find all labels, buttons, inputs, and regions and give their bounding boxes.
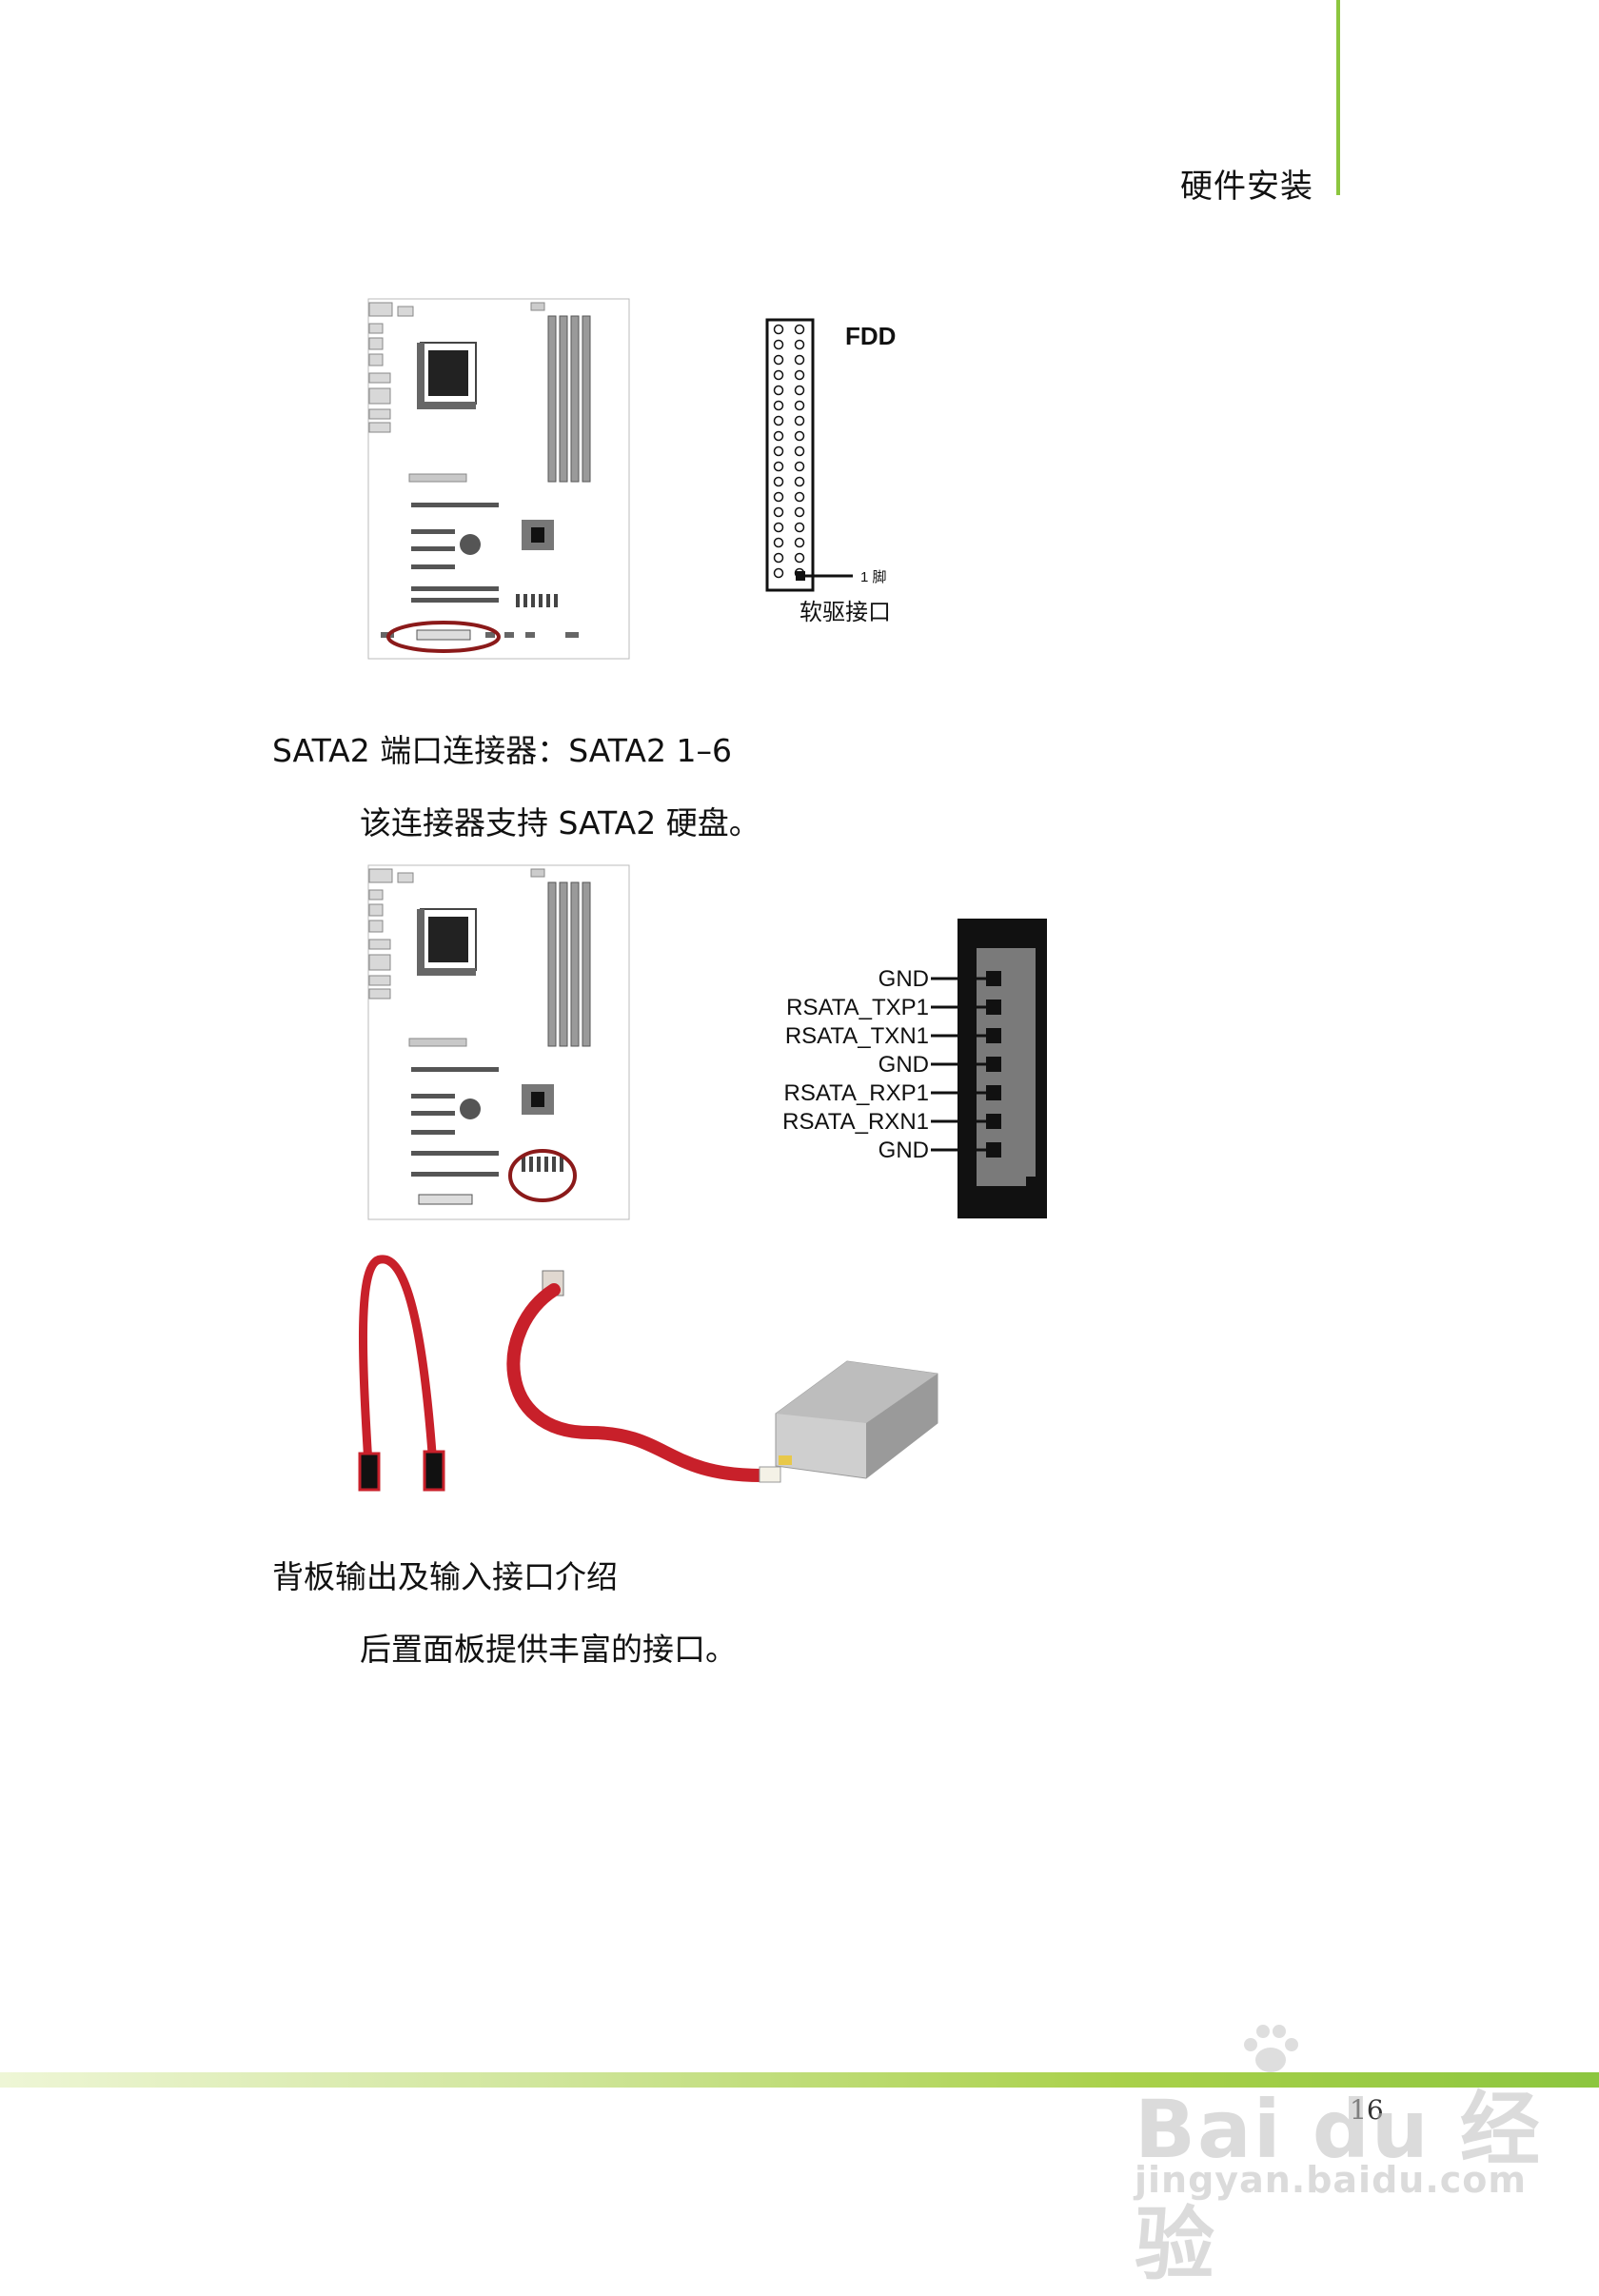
fdd-connector-diagram: FDD 1 脚 软驱接口: [765, 318, 896, 625]
sata-pin-label: RSATA_TXP1: [786, 995, 929, 1020]
fdd-pin: [794, 430, 805, 442]
fdd-pin: [794, 354, 805, 366]
sata-heading: SATA2 端口连接器：SATA2 1–6: [272, 732, 732, 769]
fdd-pin: [773, 430, 784, 442]
fdd-highlight-ellipse: [386, 621, 501, 653]
fdd-pin: [794, 506, 805, 518]
fdd-pin: [794, 476, 805, 487]
fdd-pin: [773, 354, 784, 366]
sata-pin: [986, 1057, 1001, 1072]
sata-pin: [986, 1085, 1001, 1100]
sata-highlight-ellipse: [508, 1149, 577, 1202]
fdd-pin: [794, 324, 805, 335]
sata-connector-diagram: GNDRSATA_TXP1RSATA_TXN1GNDRSATA_RXP1RSAT…: [782, 919, 1047, 1218]
fdd-pin: [773, 461, 784, 472]
footer-gradient-bar: [0, 2072, 1599, 2088]
sata-pin: [986, 1114, 1001, 1129]
sata-pin-label: RSATA_TXN1: [785, 1023, 929, 1049]
motherboard-diagram-sata: [367, 864, 630, 1220]
watermark-url: jingyan.baidu.com: [1135, 2159, 1527, 2201]
watermark-brand: Bai du 经验: [1135, 2083, 1542, 2291]
fdd-pin: [773, 369, 784, 381]
fdd-pin: [794, 445, 805, 457]
fdd-pin1-label: 1 脚: [860, 569, 887, 585]
sata-cable-photo: [358, 1255, 938, 1492]
fdd-pin: [773, 506, 784, 518]
fdd-pin: [773, 537, 784, 548]
page-number: 16: [1350, 2094, 1384, 2126]
fdd-pin: [794, 461, 805, 472]
fdd-pin: [794, 369, 805, 381]
sata-pin: [986, 1000, 1001, 1015]
fdd-pin: [773, 400, 784, 411]
sata-pin: [986, 1028, 1001, 1043]
fdd-pin: [773, 491, 784, 503]
fdd-pin: [794, 415, 805, 426]
sata-pin-label: RSATA_RXP1: [784, 1080, 930, 1106]
fdd-pin: [794, 522, 805, 533]
sata-pin-label: GND: [878, 1138, 929, 1163]
sata-pin: [986, 1142, 1001, 1158]
fdd-pin: [773, 415, 784, 426]
fdd-pin: [794, 385, 805, 396]
fdd-caption: 软驱接口: [800, 600, 891, 625]
sata-description: 该连接器支持 SATA2 硬盘。: [360, 804, 760, 841]
fdd-pin: [773, 339, 784, 350]
motherboard-diagram-fdd: [367, 298, 630, 660]
fdd-pin: [794, 491, 805, 503]
paw-icon: [1244, 2025, 1298, 2072]
fdd-pin: [794, 400, 805, 411]
fdd-pin: [773, 385, 784, 396]
fdd-label: FDD: [845, 322, 896, 350]
fdd-pin: [773, 522, 784, 533]
rear-panel-heading: 背板输出及输入接口介绍: [272, 1558, 618, 1595]
sata-pin-label: RSATA_RXN1: [782, 1109, 929, 1135]
fdd-pin: [794, 339, 805, 350]
sata-pin-label: GND: [878, 966, 929, 992]
running-header-title: 硬件安装: [1180, 168, 1313, 206]
fdd-pin: [773, 445, 784, 457]
fdd-pin: [773, 567, 784, 579]
sata-pin: [986, 971, 1001, 986]
fdd-pin: [773, 552, 784, 564]
sata-pin-label: GND: [878, 1052, 929, 1078]
fdd-pin: [794, 552, 805, 564]
fdd-pin: [773, 476, 784, 487]
rear-panel-description: 后置面板提供丰富的接口。: [360, 1631, 737, 1668]
fdd-pin: [773, 324, 784, 335]
fdd-pin: [794, 537, 805, 548]
header-accent-rule: [1336, 0, 1340, 195]
